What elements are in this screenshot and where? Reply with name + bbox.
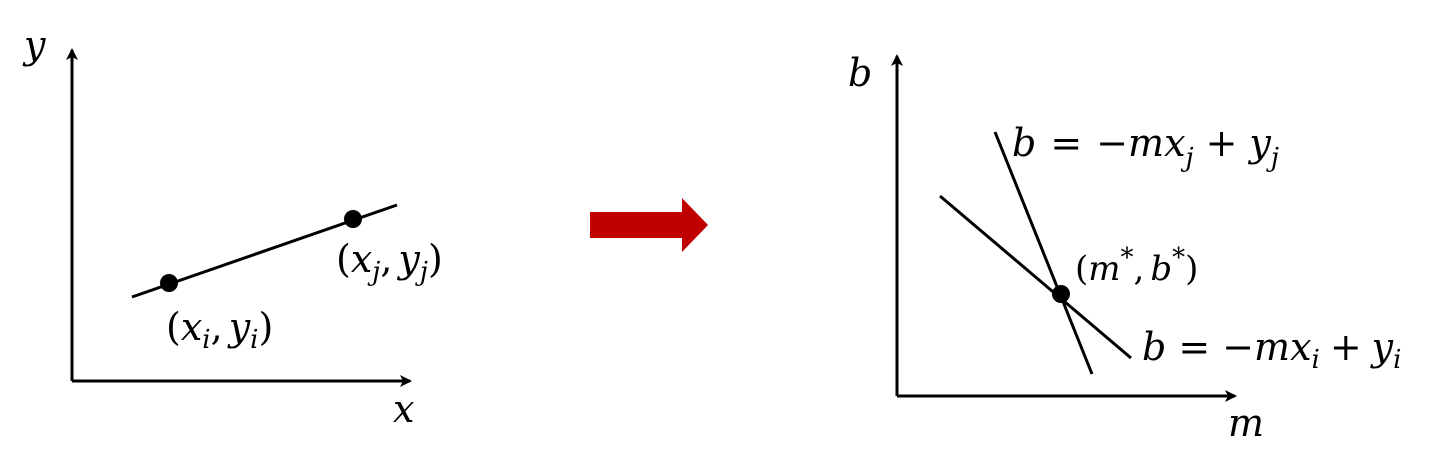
image-space-panel: y x (xi,yi) (xj,yj) [22,23,443,431]
point-i-marker [160,274,178,292]
intersection-label: (m*,b*) [1075,243,1198,289]
point-i-label: (xi,yi) [166,305,273,355]
line-i-in-param-space [939,194,1132,360]
transform-arrow [590,198,708,252]
image-y-axis-label: y [22,23,46,67]
line-j-in-param-space [993,131,1094,375]
intersection-point-marker [1052,285,1070,303]
param-b-axis-label: b [848,51,872,95]
point-j-label: (xj,yj) [336,237,443,287]
line-i-equation: b=−mxi+yi [1142,325,1401,375]
image-x-axis-label: x [393,387,414,431]
param-m-axis-label: m [1228,401,1264,445]
parameter-space-panel: b m (m*,b*) b=−mxj+yj b=−mxi+yi [848,51,1401,445]
line-j-equation: b=−mxj+yj [1012,121,1279,173]
point-j-marker [344,210,362,228]
